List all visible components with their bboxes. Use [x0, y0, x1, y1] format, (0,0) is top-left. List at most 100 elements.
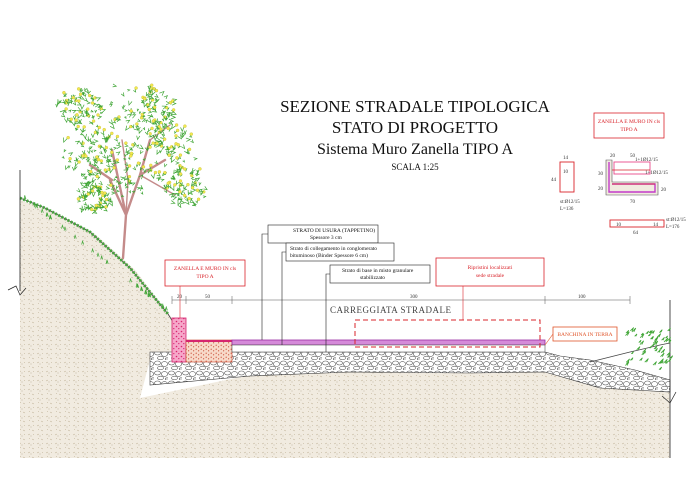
leaf	[71, 110, 77, 114]
blossom	[77, 87, 81, 91]
leaf	[178, 198, 183, 203]
leaf	[90, 167, 94, 170]
blossom	[90, 101, 95, 105]
leaf	[126, 113, 132, 118]
shrub-leaf	[665, 361, 669, 364]
leaf	[163, 94, 168, 100]
detail-title-line1: ZANELLA E MURO IN cls	[598, 119, 660, 125]
leaf	[171, 124, 176, 130]
leaf	[98, 190, 102, 194]
bar1-spec2: L=136	[560, 207, 574, 212]
blossom	[149, 163, 153, 167]
leaf	[77, 120, 83, 125]
callout-ripristini: Ripristini localizzati sede stradale	[435, 257, 545, 320]
blossom	[175, 156, 179, 160]
leaf	[164, 146, 170, 150]
leaf	[108, 103, 113, 107]
leaf	[59, 109, 66, 115]
leaf	[176, 188, 181, 192]
leaf	[137, 118, 141, 122]
leaf	[147, 170, 151, 174]
leaf	[161, 105, 168, 110]
blossom	[110, 150, 114, 154]
grass-tuft	[63, 226, 67, 231]
leaf	[85, 204, 91, 210]
dim-label-50: 50	[205, 295, 211, 300]
leaf	[128, 100, 133, 106]
blossom	[183, 124, 187, 128]
leaf	[87, 158, 91, 161]
shrub-leaf	[651, 330, 655, 334]
leaf	[88, 161, 92, 165]
leaf	[198, 182, 202, 186]
leaf	[168, 184, 172, 189]
blossom	[96, 113, 100, 117]
leaf	[149, 100, 152, 105]
blossom	[186, 183, 190, 187]
leaf	[80, 144, 85, 148]
leaf	[81, 173, 86, 177]
leaf	[160, 110, 167, 116]
leaf	[88, 181, 95, 186]
leaf	[87, 150, 91, 155]
leaf	[186, 150, 190, 155]
leaf	[119, 181, 123, 185]
blossom	[109, 183, 113, 187]
blossom	[173, 183, 177, 187]
leaf	[55, 103, 59, 108]
leaf	[68, 152, 74, 157]
leaf	[112, 83, 118, 88]
blossom	[152, 105, 157, 110]
rebar-b: 1+1Ø12/15	[645, 171, 668, 176]
callout-usura: STRATO DI USURA (TAPPETINO) Spessore 3 c…	[261, 224, 379, 340]
blossom	[101, 193, 105, 198]
blossom	[115, 134, 120, 139]
leaf	[124, 154, 127, 158]
blossom	[124, 141, 128, 145]
leaf	[91, 116, 95, 120]
blossom	[135, 122, 139, 126]
leaf	[86, 101, 91, 105]
blossom	[142, 97, 147, 101]
leaf	[163, 188, 168, 194]
blossom	[115, 158, 119, 162]
leaf	[113, 178, 117, 182]
blossom	[176, 143, 180, 147]
leaf	[68, 159, 72, 163]
blossom	[96, 157, 101, 162]
leaf	[170, 200, 176, 205]
leaf	[115, 189, 120, 193]
leaf	[137, 186, 143, 192]
shrub-leaf	[653, 345, 658, 350]
leaf	[152, 108, 158, 113]
leaf	[144, 131, 148, 136]
leaf	[147, 166, 153, 172]
leaf	[154, 93, 159, 98]
leaf	[90, 171, 96, 176]
leaf	[106, 163, 111, 168]
leaf	[158, 129, 162, 135]
grass-tuft	[100, 255, 104, 260]
shrub-leaf	[658, 366, 663, 370]
leaf	[170, 150, 177, 155]
leaf	[94, 163, 98, 167]
blossom	[88, 93, 92, 98]
leaf	[200, 192, 204, 196]
shrub-leaf	[663, 337, 669, 343]
leaf	[156, 172, 161, 177]
leaf	[106, 155, 110, 159]
leaf	[81, 173, 84, 177]
leaf	[80, 132, 84, 136]
leaf	[150, 173, 155, 180]
shrub-leaf	[660, 358, 664, 362]
leaf	[187, 190, 192, 196]
leaf	[104, 137, 109, 144]
leaf	[63, 109, 67, 114]
leaf	[185, 137, 192, 142]
grass-tuft	[49, 215, 52, 220]
blossom	[190, 186, 195, 190]
leaf	[80, 207, 85, 214]
leaf	[114, 175, 118, 179]
leaf	[78, 118, 82, 124]
binder-line1: Strato di collegamento in conglomerato	[290, 246, 377, 252]
